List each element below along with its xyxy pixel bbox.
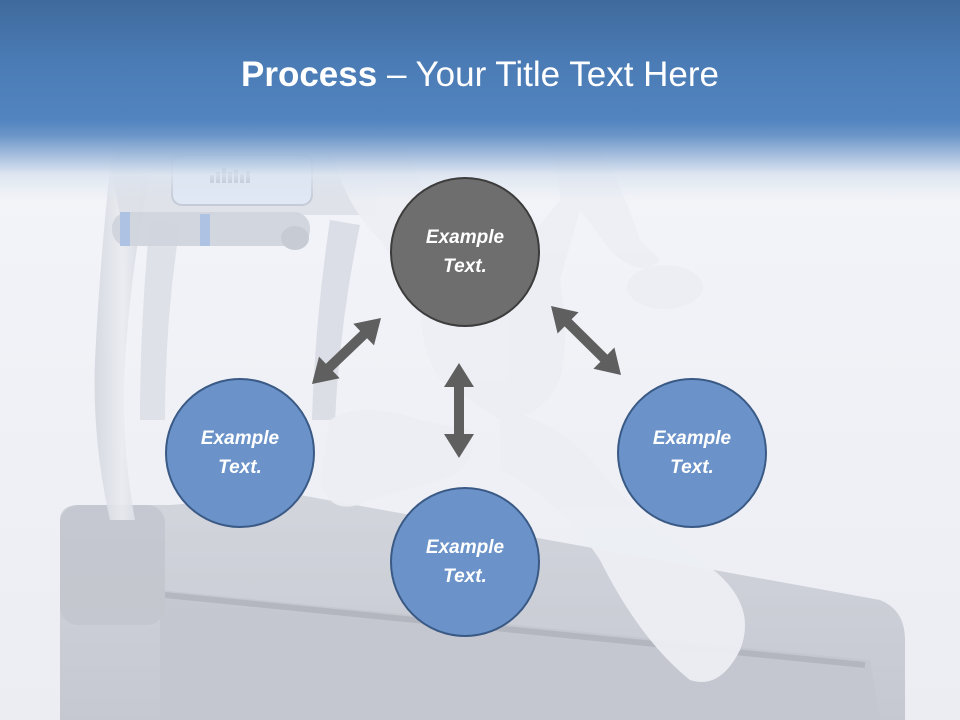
diagram-node-right[interactable]: Example Text. [617,378,767,528]
node-label-right: Example Text. [652,428,732,478]
slide-title: Process – Your Title Text Here [0,52,960,98]
node-label-left: Example Text. [200,428,280,478]
diagram-node-top[interactable]: Example Text. [390,177,540,327]
node-label-bottom: Example Text. [425,537,505,587]
arrow-top-left [312,318,381,384]
slide-title-rest: – Your Title Text Here [377,55,719,94]
node-label-top: Example Text. [425,227,505,277]
arrow-top-right [551,306,621,375]
slide-title-bold: Process [241,55,378,94]
diagram-node-left[interactable]: Example Text. [165,378,315,528]
diagram-node-bottom[interactable]: Example Text. [390,487,540,637]
title-bar [0,0,960,200]
arrow-top-bottom [444,363,474,458]
